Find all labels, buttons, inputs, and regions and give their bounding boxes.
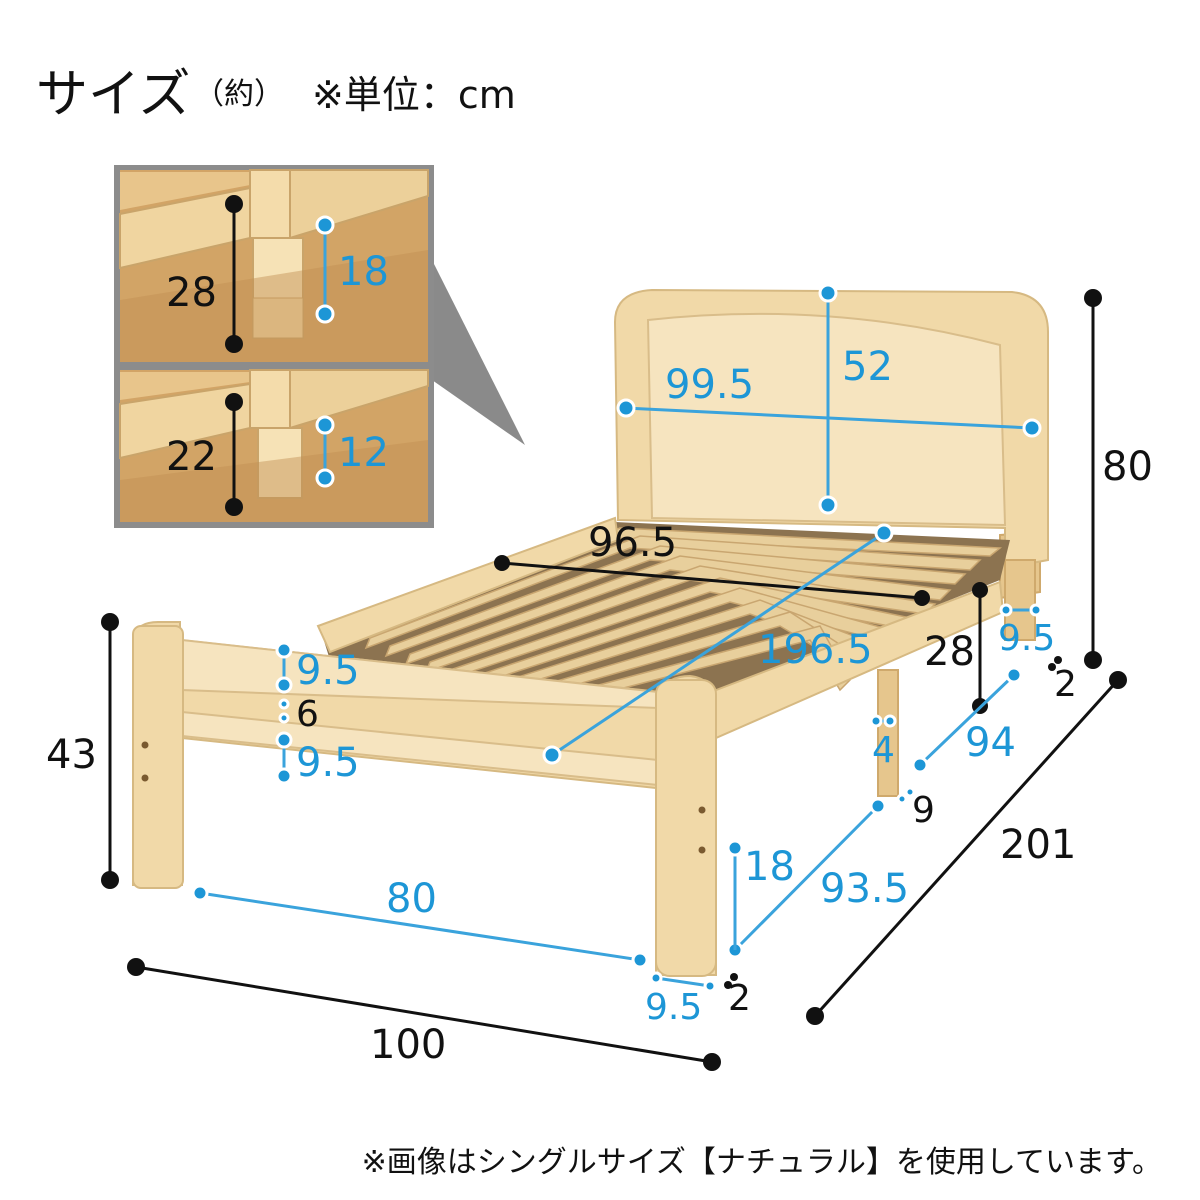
dim-dot bbox=[631, 951, 649, 969]
approx-label: （約） bbox=[194, 77, 284, 112]
inset-dot bbox=[315, 215, 335, 235]
dim-line bbox=[501, 561, 923, 600]
dim-dot bbox=[911, 756, 929, 774]
dim-dot bbox=[703, 1053, 721, 1071]
panel-width-label: 99.5 bbox=[665, 362, 754, 408]
dim-dot bbox=[278, 712, 290, 724]
dim-dot bbox=[275, 767, 293, 785]
dim-dot bbox=[542, 745, 562, 765]
inset-dot bbox=[315, 415, 335, 435]
dim-line bbox=[199, 891, 641, 962]
dim-dot bbox=[127, 958, 145, 976]
footer-note: ※画像はシングルサイズ【ナチュラル】を使用しています。 bbox=[362, 1145, 1162, 1180]
dim-dot bbox=[730, 973, 738, 981]
inset-dot bbox=[225, 335, 243, 353]
dim-line bbox=[813, 678, 1120, 1018]
front-side-span-label: 93.5 bbox=[820, 866, 909, 912]
dim-dot bbox=[101, 613, 119, 631]
dim-dot bbox=[1109, 671, 1127, 689]
dim-dot bbox=[896, 793, 908, 805]
foot-top-rail-label: 9.5 bbox=[296, 648, 360, 694]
foot-gap-label: 6 bbox=[296, 694, 319, 735]
inset-pointer bbox=[432, 260, 525, 445]
dim-dot bbox=[874, 523, 894, 543]
dim-line bbox=[918, 673, 1016, 767]
dim-dot bbox=[806, 1007, 824, 1025]
footboard-left-post bbox=[132, 625, 184, 889]
dim-dot bbox=[616, 398, 636, 418]
dim-dot bbox=[1005, 666, 1023, 684]
inset-low-total-label: 22 bbox=[166, 434, 217, 480]
dim-dot bbox=[494, 555, 510, 571]
front-leg-width-label: 9.5 bbox=[645, 987, 702, 1028]
dim-line bbox=[733, 804, 880, 952]
leg-span-label: 80 bbox=[386, 876, 437, 922]
dim-dot bbox=[914, 590, 930, 606]
inset-photo-low bbox=[119, 369, 429, 522]
panel-height-label: 52 bbox=[842, 344, 893, 390]
dim-dot bbox=[275, 676, 293, 694]
inset-dot bbox=[225, 195, 243, 213]
leg-clearance-label: 18 bbox=[744, 844, 795, 890]
dim-line bbox=[135, 965, 713, 1064]
overall-width-label: 100 bbox=[370, 1022, 446, 1068]
dim-dot bbox=[1048, 663, 1056, 671]
foot-bottom-rail-label: 9.5 bbox=[296, 740, 360, 786]
inset-dot bbox=[225, 393, 243, 411]
dim-dot bbox=[275, 641, 293, 659]
bed-illustration bbox=[131, 288, 1049, 977]
dim-dot bbox=[101, 871, 119, 889]
inset-dot bbox=[315, 468, 335, 488]
inner-width-label: 96.5 bbox=[588, 520, 677, 566]
dim-dot bbox=[724, 981, 732, 989]
dim-dot bbox=[191, 884, 209, 902]
dim-dot bbox=[818, 283, 838, 303]
dim-dot bbox=[1054, 656, 1062, 664]
inset-low-leg-label: 12 bbox=[338, 430, 389, 476]
back-side-span-label: 94 bbox=[965, 720, 1016, 766]
dim-dot bbox=[1029, 603, 1043, 617]
inset-dot bbox=[225, 498, 243, 516]
inset-high-leg-label: 18 bbox=[338, 249, 389, 295]
dim-dot bbox=[278, 698, 290, 710]
leg-detail-inset: 28 18 22 12 bbox=[114, 165, 525, 528]
dim-dot bbox=[869, 797, 887, 815]
dim-dot bbox=[726, 839, 744, 857]
mid-leg-gap-label: 9 bbox=[912, 790, 935, 831]
dim-dot bbox=[649, 971, 663, 985]
dim-dot bbox=[883, 714, 897, 728]
inner-length-label: 196.5 bbox=[758, 627, 873, 673]
headboard-height-label: 80 bbox=[1102, 444, 1153, 490]
dim-dot bbox=[1084, 289, 1102, 307]
rail-height-label: 28 bbox=[924, 629, 975, 675]
inset-high-total-label: 28 bbox=[166, 270, 217, 316]
dim-dot bbox=[275, 731, 293, 749]
dim-dot bbox=[1084, 651, 1102, 669]
dim-dot bbox=[818, 495, 838, 515]
footboard-right-post bbox=[655, 679, 717, 977]
dim-dot bbox=[869, 714, 883, 728]
dim-line bbox=[551, 531, 885, 757]
dim-line bbox=[655, 976, 711, 988]
inset-photo-high bbox=[119, 169, 429, 362]
dim-dot bbox=[904, 786, 916, 798]
back-leg-depth-label: 9.5 bbox=[998, 618, 1055, 659]
footboard-height-label: 43 bbox=[46, 732, 97, 778]
front-leg-gap-label: 2 bbox=[728, 978, 751, 1019]
back-leg-inset-label: 4 bbox=[872, 730, 895, 771]
dim-dot bbox=[999, 603, 1013, 617]
unit-note: ※単位：cm bbox=[312, 73, 516, 117]
overall-length-label: 201 bbox=[1000, 822, 1076, 868]
back-leg-gap-label: 2 bbox=[1054, 664, 1077, 705]
dim-dot bbox=[703, 979, 717, 993]
dim-dot bbox=[1022, 418, 1042, 438]
page-title: サイズ bbox=[36, 65, 190, 125]
dim-dot bbox=[972, 582, 988, 598]
inset-dot bbox=[315, 304, 335, 324]
